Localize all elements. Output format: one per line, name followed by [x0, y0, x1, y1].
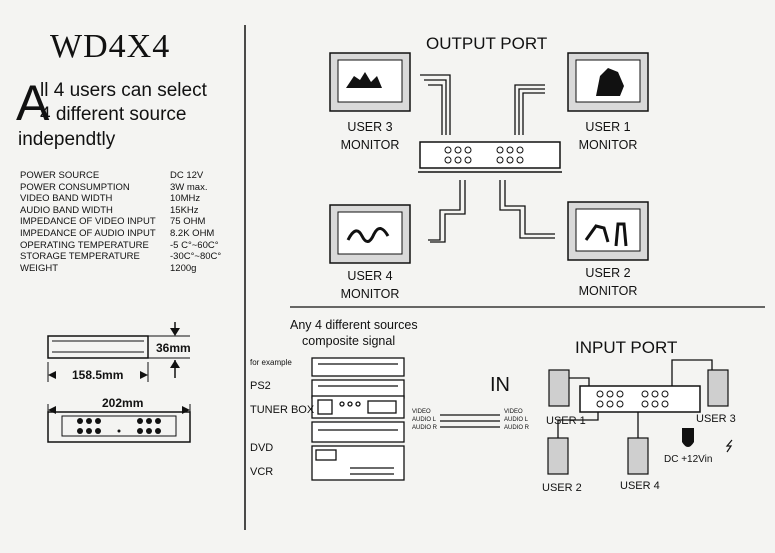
- sources-heading-2: composite signal: [302, 334, 396, 348]
- output-cables: [420, 74, 555, 243]
- source-devices: [311, 357, 405, 481]
- input-user3-label: USER 3: [696, 413, 736, 425]
- headline-line-2: 4 different source: [40, 104, 187, 125]
- unit-front-view: [47, 404, 191, 443]
- input-user1-label: USER 1: [546, 415, 586, 427]
- dc-input-label: DC +12Vin: [664, 454, 713, 465]
- input-port-title: INPUT PORT: [575, 338, 678, 357]
- input-connectors: [547, 369, 729, 475]
- power-bolt-icon: [725, 439, 733, 453]
- dim-width: 202mm: [102, 396, 144, 410]
- in-cable: [440, 414, 500, 428]
- sources-example: for example: [250, 358, 292, 367]
- headline-initial: A: [16, 75, 50, 131]
- source-ps2-label: PS2: [250, 380, 271, 392]
- model-title: WD4X4: [50, 28, 171, 65]
- headline-line-1: ll 4 users can select: [40, 80, 207, 101]
- input-user2-label: USER 2: [542, 482, 582, 494]
- spec-row: OPERATING TEMPERATURE-5 C°~60C°: [20, 239, 219, 251]
- headline-line-3: independtly: [18, 129, 116, 150]
- switch-unit-output: [418, 141, 562, 173]
- dim-depth: 158.5mm: [72, 368, 124, 382]
- spec-row: STORAGE TEMPERATURE-30C°~80C°: [20, 251, 222, 263]
- sources-heading-1: Any 4 different sources: [290, 318, 418, 332]
- monitor-user-3: [329, 52, 411, 112]
- input-cables: [557, 359, 713, 438]
- source-vcr-label: VCR: [250, 466, 274, 478]
- source-dvd-label: DVD: [250, 442, 274, 454]
- dim-height: 36mm: [156, 341, 191, 355]
- input-user4-label: USER 4: [620, 480, 660, 492]
- switch-unit-input: [579, 385, 701, 413]
- output-port-title: OUTPUT PORT: [426, 34, 548, 53]
- monitor-user-4: [329, 204, 411, 264]
- dc-plug-icon: [682, 428, 694, 447]
- source-tuner-label: TUNER BOX: [250, 404, 315, 416]
- unit-side-view: [47, 322, 190, 382]
- monitor-user-1: [567, 52, 649, 112]
- monitor-user-2: [567, 201, 649, 261]
- in-label: IN: [490, 374, 510, 396]
